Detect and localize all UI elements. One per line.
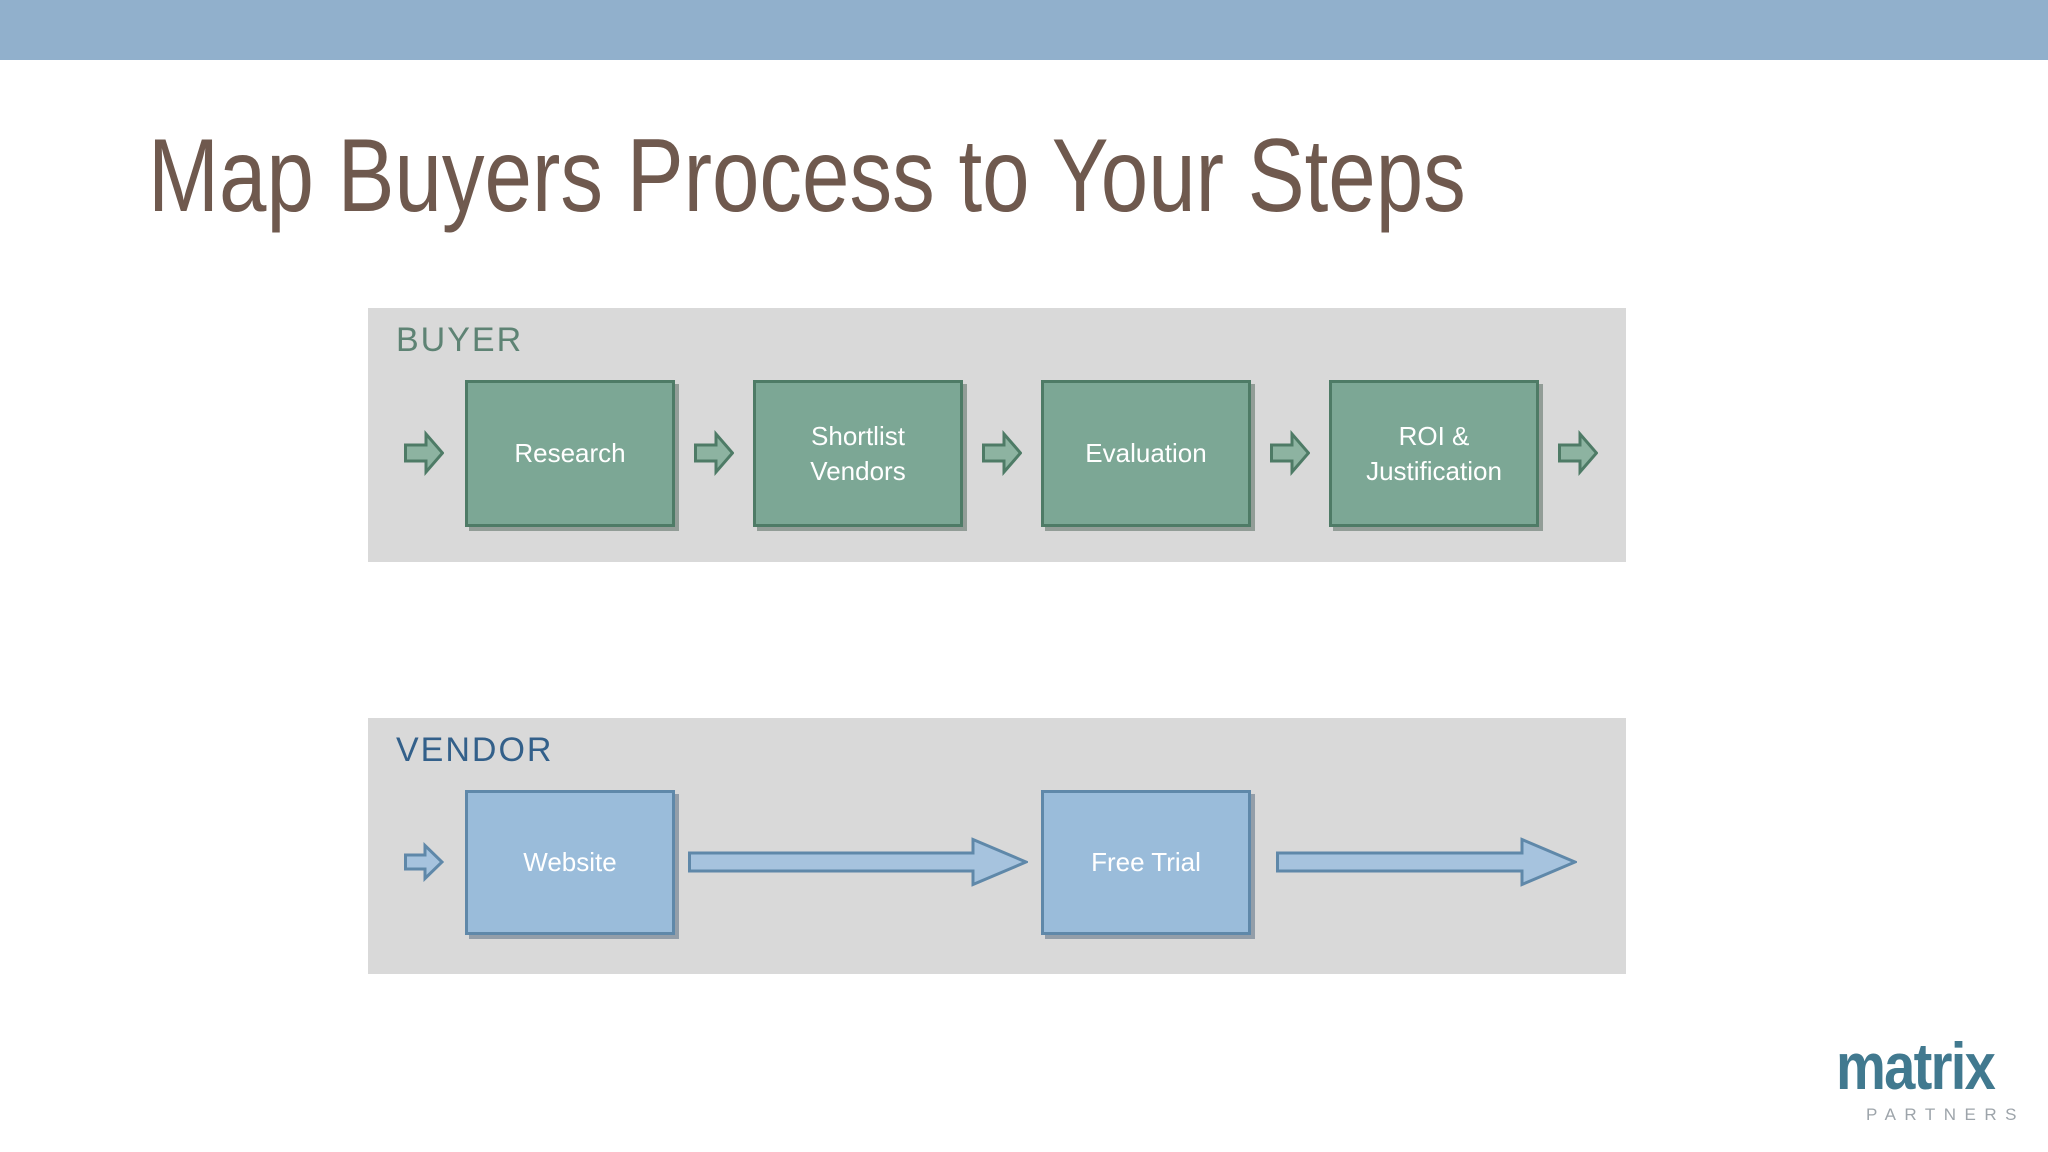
buyer-panel: BUYER Research Shortlist Vendors Evaluat… [368, 308, 1626, 562]
buyer-step-roi-justification: ROI & Justification [1329, 380, 1539, 527]
buyer-step-evaluation: Evaluation [1041, 380, 1251, 527]
arrow-right-icon [404, 842, 444, 882]
arrow-right-icon [694, 430, 734, 476]
arrow-right-icon [1558, 430, 1598, 476]
vendor-step-label: Website [523, 847, 617, 878]
buyer-step-shortlist-vendors: Shortlist Vendors [753, 380, 963, 527]
buyer-step-label: Research [514, 438, 626, 469]
vendor-panel: VENDOR Website Free Trial [368, 718, 1626, 974]
vendor-step-free-trial: Free Trial [1041, 790, 1251, 935]
buyer-step-label: ROI & Justification [1366, 420, 1502, 486]
logo-brand-name: matrix [1836, 1029, 1996, 1103]
buyer-step-research: Research [465, 380, 675, 527]
arrow-right-icon [1270, 430, 1310, 476]
long-arrow-right-icon [1276, 837, 1577, 887]
slide-title: Map Buyers Process to Your Steps [148, 118, 1466, 234]
buyer-step-label: Shortlist Vendors [810, 420, 906, 486]
vendor-panel-label: VENDOR [396, 731, 554, 769]
long-arrow-right-icon [688, 837, 1028, 887]
matrix-partners-logo: matrix PARTNERS [1836, 1033, 2025, 1125]
arrow-right-icon [404, 430, 444, 476]
top-accent-bar [0, 0, 2048, 60]
buyer-panel-label: BUYER [396, 321, 524, 359]
vendor-step-website: Website [465, 790, 675, 935]
logo-tagline: PARTNERS [1866, 1105, 2026, 1124]
buyer-step-label: Evaluation [1085, 438, 1207, 469]
vendor-step-label: Free Trial [1091, 847, 1201, 878]
arrow-right-icon [982, 430, 1022, 476]
